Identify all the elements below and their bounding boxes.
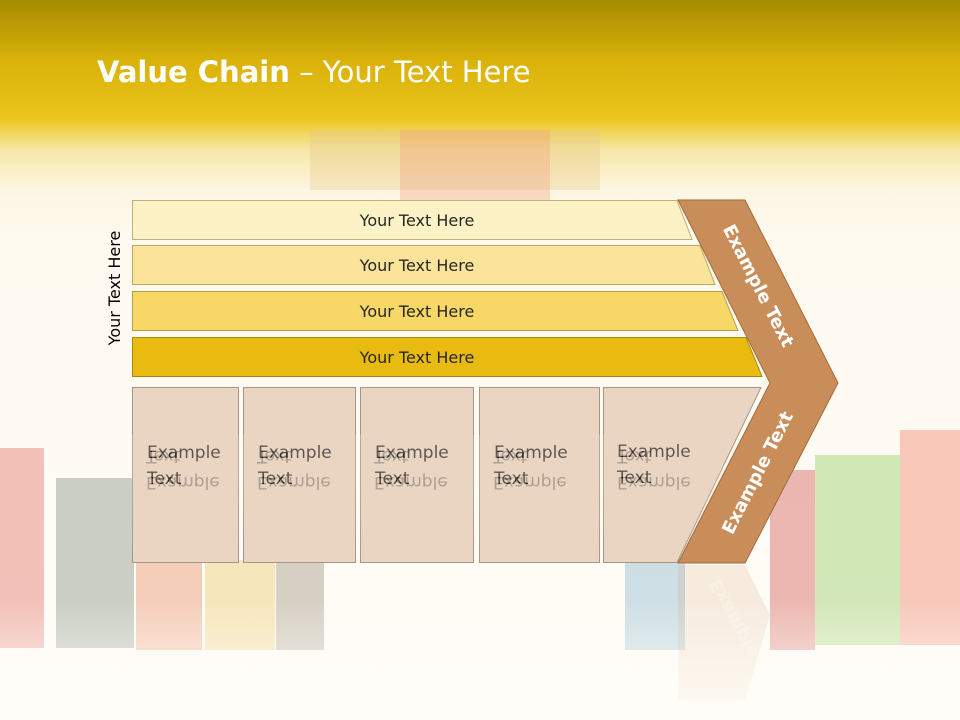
box-3-label: Example Text <box>375 443 449 489</box>
box-2: Example Text <box>243 387 356 563</box>
title-bold: Value Chain <box>97 55 290 89</box>
page-title: Value Chain – Your Text Here <box>97 55 531 89</box>
band-2-label: Your Text Here <box>359 255 475 275</box>
box-4: Example Text <box>479 387 600 563</box>
box-5: Example Text <box>603 387 723 563</box>
box-5-shape <box>603 387 762 563</box>
band-3-label: Your Text Here <box>359 301 475 321</box>
box-4-label: Example Text <box>494 443 568 489</box>
title-rest: – Your Text Here <box>289 55 531 89</box>
band-4-label: Your Text Here <box>359 347 475 367</box>
box-5-label: Example Text <box>617 442 691 488</box>
box-3: Example Text <box>360 387 474 563</box>
box-1: Example Text <box>132 387 239 563</box>
bottom-fade <box>0 600 960 720</box>
box-2-label: Example Text <box>258 443 332 489</box>
box-1-label: Example Text <box>147 443 221 489</box>
band-1-label: Your Text Here <box>359 210 475 230</box>
